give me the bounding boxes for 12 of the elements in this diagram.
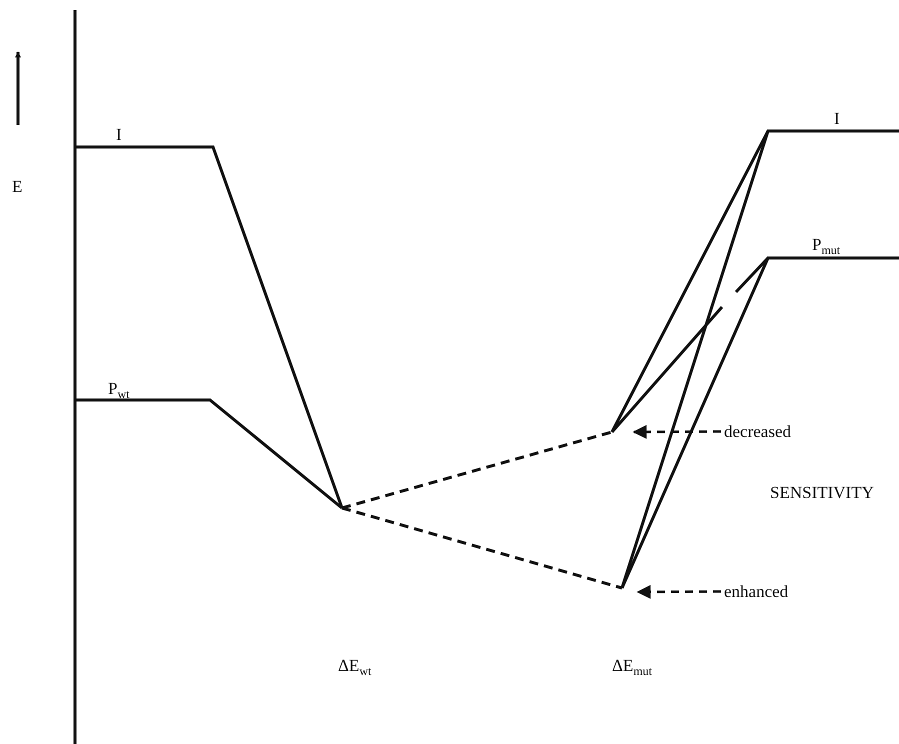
energy-label: ΔE$_{wt}$ bbox=[338, 657, 372, 677]
level-label: P$_{mut}$ bbox=[812, 236, 840, 256]
energy-label: ΔE$_{mut}$ bbox=[612, 657, 652, 677]
arrow bbox=[632, 424, 721, 439]
arrow bbox=[636, 584, 721, 599]
level-label: I bbox=[834, 110, 840, 127]
level-label: I bbox=[116, 126, 122, 143]
region-label: SENSITIVITY bbox=[770, 484, 874, 501]
level-label: P$_{wt}$ bbox=[108, 380, 130, 400]
axis-label: E bbox=[12, 178, 22, 195]
annotation-text: decreased bbox=[724, 423, 792, 440]
annotation-text: enhanced bbox=[724, 583, 788, 600]
